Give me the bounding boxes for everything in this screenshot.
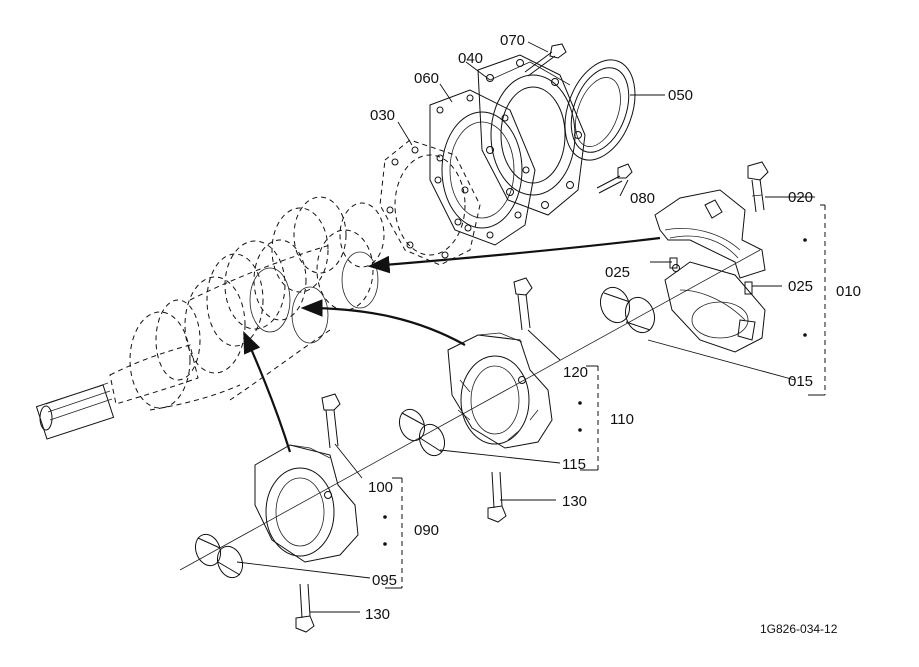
label-130-lower: 130 [365,606,390,623]
bolt-130-lower [295,583,315,633]
crankshaft [35,196,385,440]
assembly-arrow-110 [300,299,466,346]
label-115: 115 [562,456,586,473]
bearing-case-040 [477,54,586,216]
bearing-095 [194,533,244,579]
label-060: 060 [414,70,439,87]
label-090: 090 [414,522,439,539]
group-bracket-110 [578,365,599,471]
bolt-080 [596,163,633,194]
bolt-100 [321,393,341,449]
group-bracket-010 [803,204,826,396]
label-120: 120 [563,364,588,381]
bolt-120 [513,277,533,331]
assembly-arrow-090 [243,330,292,453]
oil-seal-050 [564,59,636,161]
label-025-right: 025 [788,278,813,295]
bolt-070 [524,43,567,77]
label-015: 015 [788,373,813,390]
oil-seal-case-060 [429,89,536,246]
leader-lines [236,41,815,613]
bolt-130-upper [487,471,507,523]
label-095: 095 [372,572,397,589]
label-050: 050 [668,87,693,104]
bolt-020 [747,161,769,213]
bearing-015 [599,286,656,334]
label-110: 110 [610,411,634,428]
main-bearing-case-010 [654,189,766,353]
label-025-left: 025 [605,264,630,281]
drawing-code: 1G826-034-12 [760,622,838,636]
assembly-arrow-010 [367,236,661,274]
label-100: 100 [368,479,393,496]
axis-line [179,249,761,571]
label-070: 070 [500,32,525,49]
label-080: 080 [630,190,655,207]
label-020: 020 [788,189,813,206]
label-040: 040 [458,50,483,67]
label-010: 010 [836,283,861,300]
label-130-upper: 130 [562,493,587,510]
bearing-115 [398,408,446,457]
label-030: 030 [370,107,395,124]
group-bracket-090 [383,477,403,589]
main-bearing-case-090 [254,444,359,563]
main-bearing-case-110 [447,332,553,449]
